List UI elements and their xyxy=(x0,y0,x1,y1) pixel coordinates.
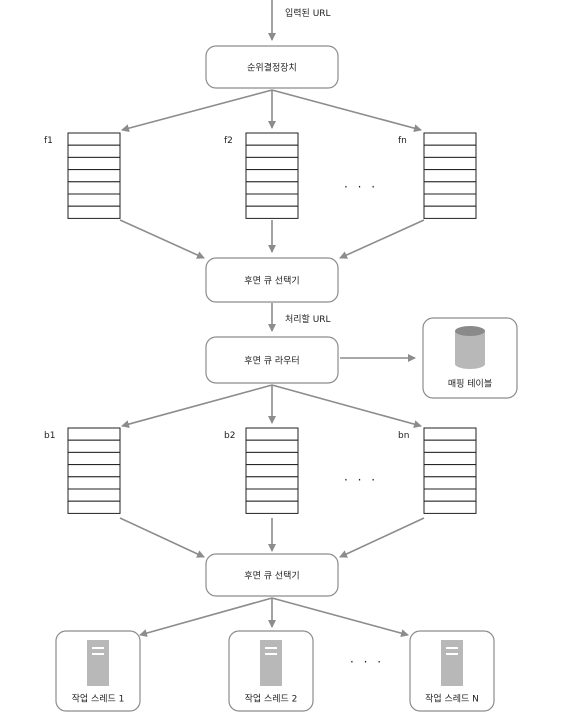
queue-cell xyxy=(245,156,299,171)
queue-cell xyxy=(245,427,299,441)
queue-cell xyxy=(245,476,299,490)
back-queue-router-label: 후면 큐 라우터 xyxy=(244,356,299,367)
back-queue-b2 xyxy=(245,427,299,514)
back-queue-label-bn: bn xyxy=(398,431,409,441)
queue-cell xyxy=(67,500,121,514)
queue-cell xyxy=(245,464,299,478)
arrow-f1-to-selector xyxy=(119,219,205,259)
queue-cell xyxy=(67,181,121,195)
queue-cell xyxy=(67,156,121,171)
queue-cell xyxy=(67,439,121,453)
queue-cell xyxy=(423,132,477,146)
arrow-to-bn xyxy=(271,384,422,428)
back-queue-selector-2-label: 후면 큐 선택기 xyxy=(244,571,299,582)
queue-cell xyxy=(423,181,477,195)
queue-cell xyxy=(245,181,299,195)
arrow-to-fn xyxy=(271,89,422,133)
queue-cell xyxy=(67,144,121,158)
database-icon xyxy=(455,326,485,369)
arrow-to-b1 xyxy=(121,384,273,429)
queue-cell xyxy=(67,169,121,183)
queue-cell xyxy=(67,193,121,207)
front-queue-fn xyxy=(423,132,477,219)
queue-cell xyxy=(423,193,477,207)
queue-cell xyxy=(245,193,299,207)
queue-cell xyxy=(245,144,299,158)
server-icon xyxy=(441,640,463,686)
queue-cell xyxy=(67,427,121,441)
queue-cell xyxy=(423,464,477,478)
queue-cell xyxy=(245,132,299,146)
queue-cell xyxy=(67,476,121,490)
mapping-table-node: 매핑 테이블 xyxy=(422,317,518,399)
worker-thread-label: 작업 스레드 N xyxy=(425,694,479,705)
queue-cell xyxy=(245,500,299,514)
back-queue-selector-1-label: 후면 큐 선택기 xyxy=(244,276,299,287)
queue-cell xyxy=(245,451,299,466)
queue-cell xyxy=(423,451,477,466)
queue-cell xyxy=(423,476,477,490)
queue-cell xyxy=(67,132,121,146)
back-queues xyxy=(67,427,477,514)
queue-cell xyxy=(423,156,477,171)
queue-cell xyxy=(245,488,299,502)
server-icon xyxy=(260,640,282,686)
back-queue-selector-1: 후면 큐 선택기 xyxy=(205,257,339,303)
queue-cell xyxy=(245,169,299,183)
queue-cell xyxy=(245,205,299,219)
worker-ellipsis: · · · xyxy=(350,655,384,669)
front-queue-label-f2: f2 xyxy=(224,136,233,146)
queue-cell xyxy=(67,464,121,478)
queue-cell xyxy=(423,205,477,219)
arrow-to-worker-1 xyxy=(139,597,273,637)
server-icon xyxy=(87,640,109,686)
queue-cell xyxy=(423,500,477,514)
worker-thread-1: 작업 스레드 1 xyxy=(55,630,141,712)
queue-cell xyxy=(423,427,477,441)
prioritizer-node: 순위결정장치 xyxy=(205,45,339,89)
queue-cell xyxy=(423,488,477,502)
worker-thread-2: 작업 스레드 2 xyxy=(228,630,314,712)
queue-cell xyxy=(67,488,121,502)
back-queue-label-b2: b2 xyxy=(224,431,235,441)
arrow-to-f1 xyxy=(121,89,273,133)
mapping-table-label: 매핑 테이블 xyxy=(448,379,492,390)
worker-thread-label: 작업 스레드 2 xyxy=(245,694,298,705)
input-url-label: 입력된 URL xyxy=(285,7,331,19)
queue-cell xyxy=(423,439,477,453)
arrow-to-worker-n xyxy=(271,597,409,638)
prioritizer-label: 순위결정장치 xyxy=(247,62,297,74)
back-queue-b1 xyxy=(67,427,121,514)
back-queue-bn xyxy=(423,427,477,514)
front-queue-label-f1: f1 xyxy=(44,136,53,146)
back-queue-label-b1: b1 xyxy=(44,431,55,441)
front-queues xyxy=(67,132,477,219)
queue-cell xyxy=(423,144,477,158)
front-ellipsis: · · · xyxy=(344,180,378,194)
queue-cell xyxy=(423,169,477,183)
front-queue-label-fn: fn xyxy=(398,136,407,146)
arrow-b1-to-selector xyxy=(119,517,205,558)
worker-thread-label: 작업 스레드 1 xyxy=(72,694,125,705)
worker-thread-3: 작업 스레드 N xyxy=(409,630,495,712)
back-queue-router: 후면 큐 라우터 xyxy=(205,336,339,384)
queue-cell xyxy=(245,439,299,453)
back-queue-selector-2: 후면 큐 선택기 xyxy=(205,553,339,597)
front-queue-f2 xyxy=(245,132,299,219)
arrow-bn-to-selector xyxy=(339,517,425,558)
queue-cell xyxy=(67,205,121,219)
back-ellipsis: · · · xyxy=(344,473,378,487)
queue-cell xyxy=(67,451,121,466)
process-url-label: 처리할 URL xyxy=(285,313,331,325)
arrow-fn-to-selector xyxy=(339,219,425,259)
front-queue-f1 xyxy=(67,132,121,219)
worker-threads: 작업 스레드 1 작업 스레드 2 작업 스레드 N xyxy=(55,630,495,712)
